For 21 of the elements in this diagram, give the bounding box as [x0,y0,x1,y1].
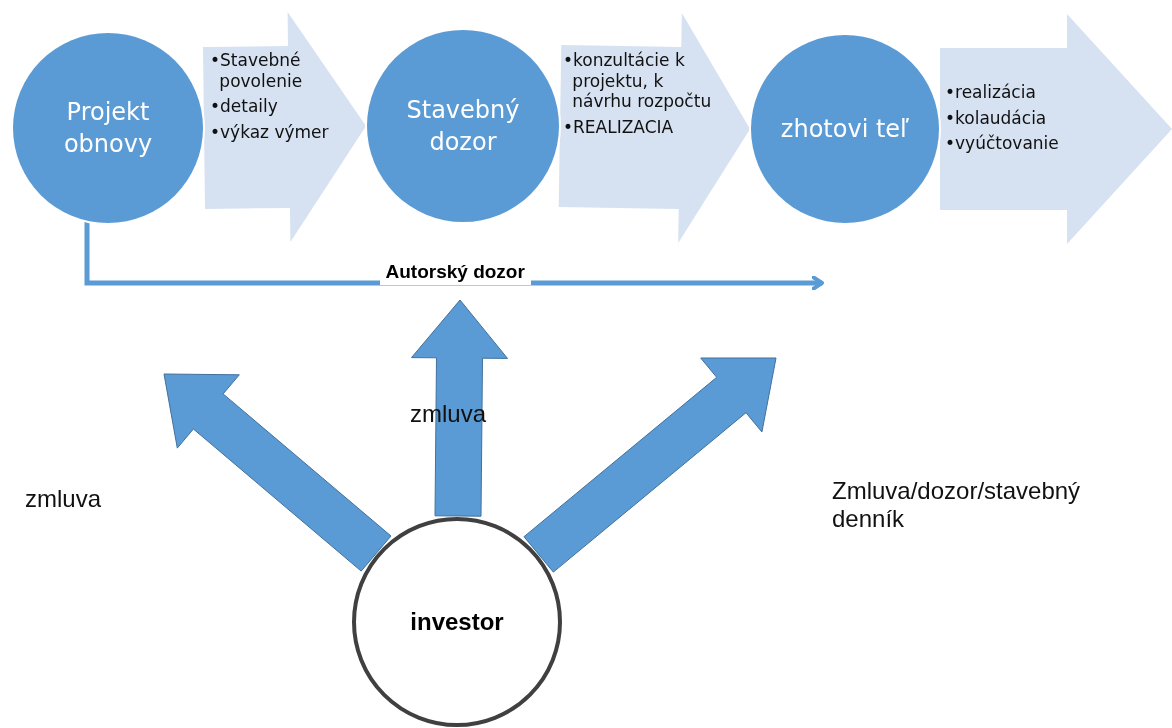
block-arrow [523,357,777,573]
chevron-arrow [203,12,366,242]
node-label: zhotovi teľ [780,113,910,145]
note-text: zmluva [25,485,103,513]
chevron-arrow [940,14,1172,244]
node-label: investor [410,608,504,636]
block-arrow [163,373,392,572]
bullet-item: •konzultácie k projektu, k návrhu rozpočtu [563,50,713,113]
bullet-item: •výkaz výmer [210,122,330,143]
note-text: Zmluva/dozor/stavebný denník [832,477,1082,533]
bullet-item: •detaily [210,96,279,118]
connector-arrow [84,220,824,291]
node-label: Stavebný dozor [405,94,521,158]
chevron-arrow [558,12,750,243]
bullet-item: •REALIZACIA [563,117,675,138]
node-label: Projekt obnovy [62,96,154,160]
bullet-item: •realizácia [945,82,1037,103]
bullet-item: •kolaudácia [945,107,1048,129]
bullet-item: •vyúčtovanie [945,133,1060,155]
bullet-item: •Stavebné povolenie [210,50,304,92]
block-arrow [411,299,508,517]
